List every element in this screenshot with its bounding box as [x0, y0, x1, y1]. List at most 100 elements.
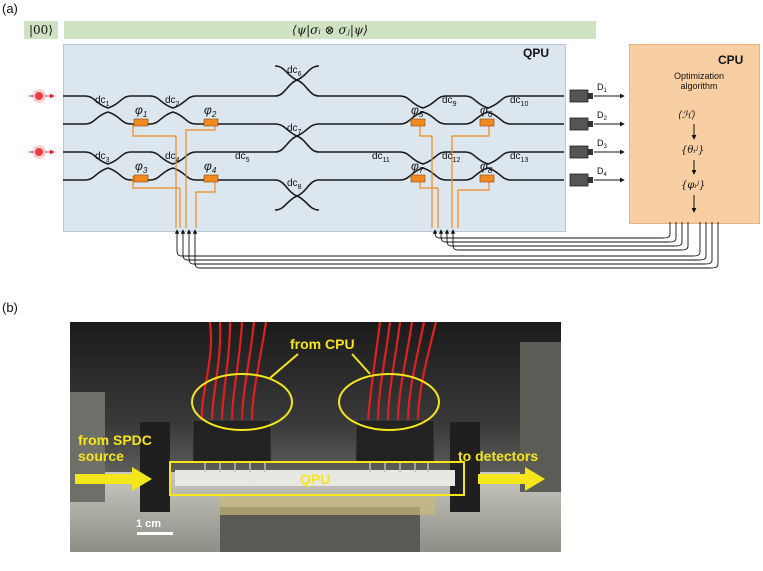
from-spdc-label: from SPDC source — [78, 432, 152, 464]
photon-source-2 — [29, 145, 55, 159]
from-cpu-pointer-left — [269, 353, 299, 379]
panel-b-label: (b) — [2, 300, 18, 315]
feedback-line-5 — [174, 222, 701, 257]
feedback-line-8 — [192, 222, 719, 269]
phase-label-phi3: φ3 — [135, 159, 148, 175]
coupler-label-dc12: dc12 — [442, 151, 460, 164]
heater-phi4 — [203, 174, 219, 183]
from-spdc-line-2: source — [78, 448, 124, 464]
phase-label-phi1: φ1 — [135, 103, 147, 119]
feedback-line-7 — [186, 222, 713, 265]
wire-phi8 — [457, 176, 490, 228]
wire-phi5 — [419, 125, 433, 228]
coupler-label-dc5: dc5 — [235, 151, 250, 164]
feedback-line-2 — [438, 222, 677, 243]
right-stage — [520, 342, 561, 492]
coupler-label-dc4: dc4 — [165, 151, 180, 164]
circuit-diagram: dc1 dc2 dc3 dc4 dc5 dc6 dc7 dc8 dc9 dc10… — [29, 65, 719, 269]
coupler-label-dc6: dc6 — [287, 65, 302, 78]
left-wire-ellipse — [191, 373, 293, 431]
chip-photograph: from CPU from SPDC source to detectors Q… — [70, 322, 561, 552]
phase-label-phi5: φ5 — [411, 103, 424, 119]
cpu-line-1: Optimization — [673, 71, 725, 81]
coupler-labels: dc1 dc2 dc3 dc4 dc5 dc6 dc7 dc8 dc9 dc10… — [95, 65, 528, 191]
right-wire-ellipse — [338, 373, 440, 431]
photonic-chip — [175, 470, 455, 486]
detectors: D1 D2 D3 D4 — [569, 82, 625, 187]
cpu-title: CPU — [718, 53, 744, 67]
input-fiber-mount — [140, 422, 170, 512]
detector-nose — [588, 177, 593, 183]
coupler-label-dc2: dc2 — [165, 95, 180, 108]
coupler-label-dc1: dc1 — [95, 95, 110, 108]
dc8-lower-stub — [274, 195, 320, 211]
pcb-strip — [220, 497, 435, 515]
wire — [240, 322, 256, 423]
heater-phi5 — [410, 118, 426, 127]
left-connector — [192, 419, 272, 463]
scale-bar — [137, 532, 173, 535]
detector-body — [569, 117, 589, 131]
dc6-upper-stub — [274, 65, 320, 81]
detector-4: D4 — [569, 166, 625, 187]
photon-glow — [32, 145, 46, 159]
feedback-lines — [174, 222, 719, 269]
detector-body — [569, 145, 589, 159]
panel-a-label: (a) — [2, 1, 18, 16]
feedback-line-3 — [444, 222, 683, 247]
heater-phi2 — [203, 118, 219, 127]
from-cpu-pointer-right — [351, 353, 371, 375]
wire-phi3 — [132, 176, 180, 189]
wire — [376, 322, 392, 423]
from-cpu-label: from CPU — [290, 336, 355, 352]
coupler-label-dc10: dc10 — [510, 95, 528, 108]
input-arrow — [75, 467, 152, 491]
cpu-description: Optimization algorithm — [649, 71, 749, 91]
qpu-outline — [169, 461, 465, 496]
to-detectors-label: to detectors — [458, 448, 539, 464]
heater-phi7 — [410, 174, 426, 183]
coupler-label-dc3: dc3 — [95, 151, 110, 164]
heaters — [133, 118, 495, 183]
phase-label-phi6: φ6 — [480, 103, 493, 119]
detector-nose — [588, 149, 593, 155]
wire-phi6 — [451, 125, 490, 228]
wire — [230, 322, 244, 423]
cpu-line-2: algorithm — [680, 81, 718, 91]
feedback-line-4 — [450, 222, 689, 251]
coupler-label-dc8: dc8 — [287, 178, 302, 191]
photon-source-1 — [29, 89, 55, 103]
qpu-box — [63, 44, 566, 232]
detector-nose — [588, 121, 593, 127]
heater-phi1 — [133, 118, 149, 127]
detector-nose — [588, 93, 593, 99]
detector-label: D4 — [597, 166, 608, 178]
direction-arrows — [75, 467, 545, 491]
detector-3: D3 — [569, 138, 625, 159]
feedback-line-1 — [432, 222, 671, 239]
waveguides — [63, 65, 564, 211]
wire — [210, 322, 222, 423]
from-spdc-line-1: from SPDC — [78, 432, 152, 448]
initial-state-label: |00⟩ — [24, 21, 58, 39]
annotations — [169, 353, 465, 496]
heater-phi6 — [479, 118, 495, 127]
hamiltonian-expectation: ⟨ℋ⟩ — [678, 110, 696, 121]
wire-phi2 — [185, 125, 216, 228]
output-arrow — [478, 467, 545, 491]
phase-labels: φ1 φ2 φ3 φ4 φ5 φ6 φ7 φ8 — [135, 103, 493, 175]
phi-params: {φᵢʲ} — [681, 180, 706, 191]
wire — [200, 322, 213, 423]
wire — [386, 322, 402, 423]
coupler-label-dc13: dc13 — [510, 151, 528, 164]
wire — [416, 322, 438, 423]
heater-phi8 — [479, 174, 495, 183]
detector-label: D1 — [597, 82, 608, 94]
waveguide-3 — [63, 135, 564, 165]
detector-2: D2 — [569, 110, 625, 131]
phase-label-phi8: φ8 — [480, 159, 493, 175]
phase-label-phi2: φ2 — [204, 103, 217, 119]
detector-body — [569, 173, 589, 187]
coupler-label-dc9: dc9 — [442, 95, 457, 108]
coupler-label-dc7: dc7 — [287, 123, 302, 136]
